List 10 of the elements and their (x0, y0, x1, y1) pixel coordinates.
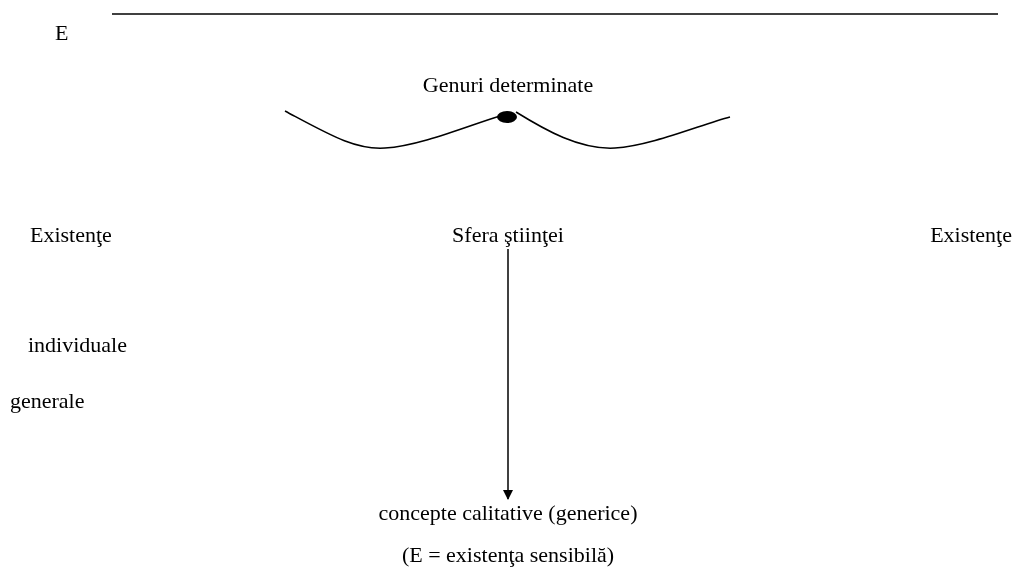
concept-text: Sfera ştiinţei (452, 222, 564, 248)
side-label: Existenţe (30, 222, 112, 248)
symbol-label: E (55, 20, 69, 46)
note-text: (E = existenţa sensibilă) (401, 542, 615, 568)
arrow (503, 248, 513, 500)
side-label: individuale (28, 332, 127, 358)
concept-text: concepte calitative (generice) (378, 500, 638, 526)
side-label: Existenţe (930, 222, 1012, 248)
side-label: generale (10, 388, 85, 414)
heading-label: Genuri determinate (422, 72, 594, 98)
